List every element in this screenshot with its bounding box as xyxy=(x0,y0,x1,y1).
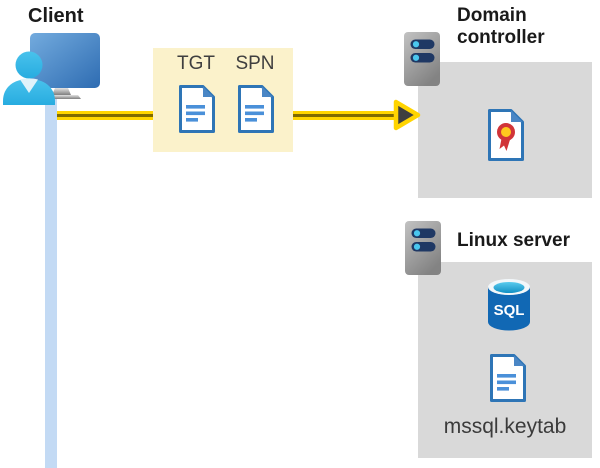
keytab-filename-label: mssql.keytab xyxy=(443,415,567,438)
keytab-document-icon xyxy=(490,354,526,402)
domain-controller-title: Domain controller xyxy=(457,5,545,48)
client-label: Client xyxy=(28,5,84,27)
sql-database-icon: SQL xyxy=(488,279,530,331)
spn-label: SPN xyxy=(235,53,275,74)
linux-server-title: Linux server xyxy=(457,230,570,251)
spn-document-icon xyxy=(238,85,274,133)
sql-text: SQL xyxy=(494,302,525,319)
tgt-document-icon xyxy=(179,85,215,133)
person-at-computer-icon xyxy=(3,33,100,105)
domain-controller-server-icon xyxy=(404,32,440,86)
linux-server-icon xyxy=(405,221,441,275)
tgt-label: TGT xyxy=(177,53,215,74)
certificate-icon xyxy=(488,109,524,161)
client-timeline-line xyxy=(45,93,57,468)
auth-request-arrowhead-icon xyxy=(393,99,421,131)
